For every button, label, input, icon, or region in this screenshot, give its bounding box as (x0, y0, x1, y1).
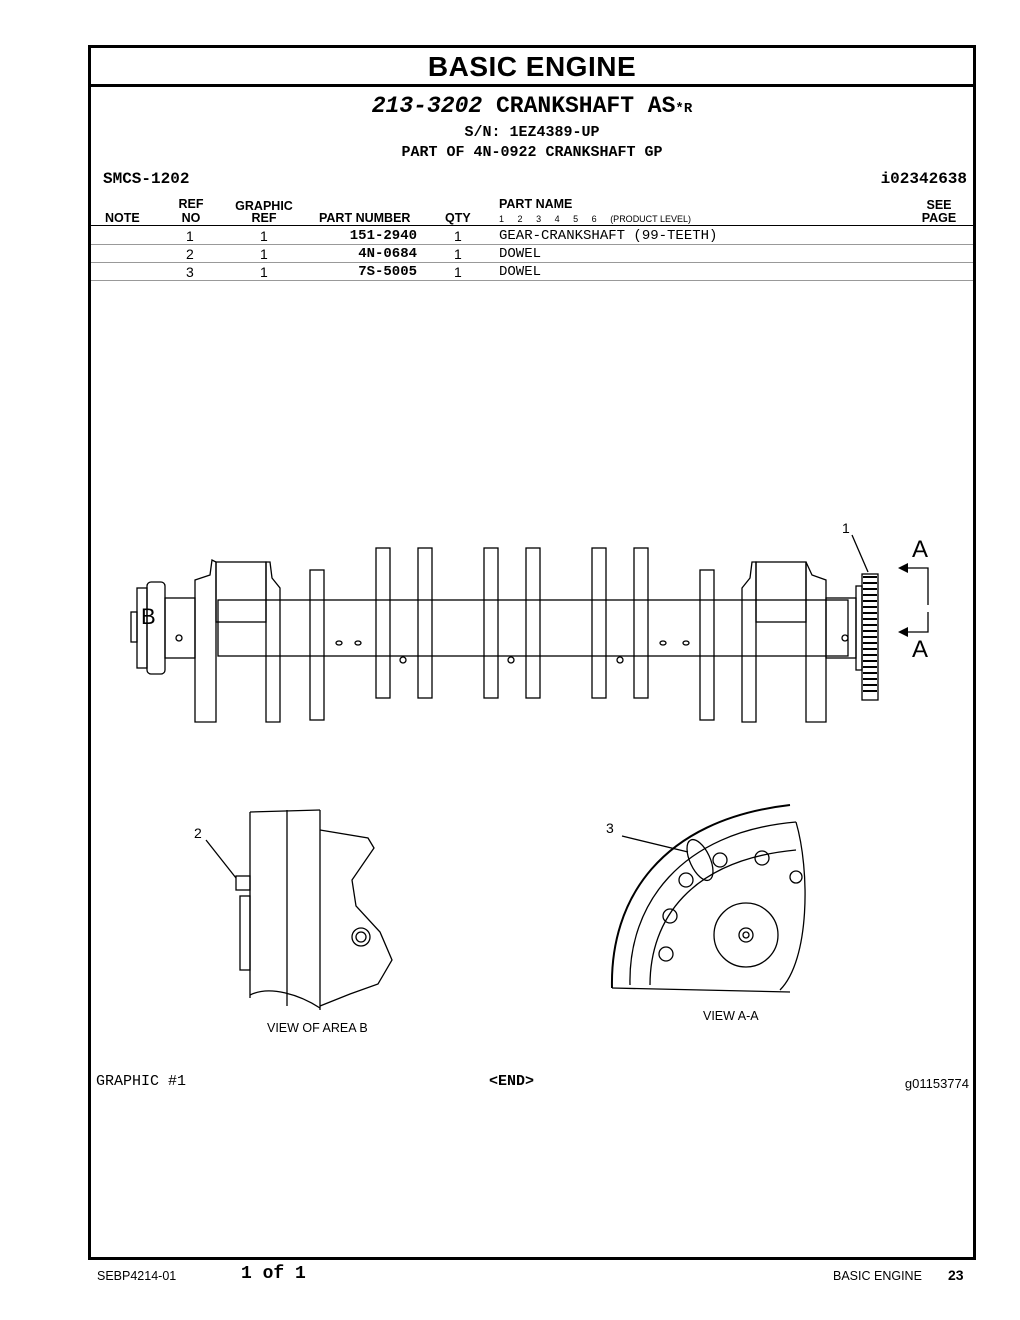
crankshaft-gear (861, 573, 879, 701)
header-note: NOTE (105, 211, 140, 225)
page-number: 23 (948, 1267, 964, 1283)
product-level-1: 1 (499, 214, 505, 224)
footer-section: BASIC ENGINE (833, 1269, 922, 1283)
row-ref: 3 (186, 264, 194, 280)
row-qty: 1 (454, 228, 462, 244)
row-graphic: 1 (260, 228, 268, 244)
area-b-label: B (141, 604, 156, 629)
header-divider (91, 225, 973, 226)
title-bar: BASIC ENGINE (91, 48, 973, 87)
view-area-b (205, 809, 393, 1010)
row-qty: 1 (454, 264, 462, 280)
callout-1: 1 (842, 520, 850, 536)
row-graphic: 1 (260, 264, 268, 280)
view-a-a (610, 804, 806, 993)
row-part-number: 7S-5005 (358, 264, 417, 280)
header-graphic-top: GRAPHIC (235, 199, 293, 213)
web-5 (483, 547, 499, 699)
assembly-marker: *R (675, 101, 693, 117)
web-7 (591, 547, 607, 699)
illustration-id: i02342638 (880, 170, 967, 188)
row-part-name: DOWEL (499, 264, 542, 280)
header-ref-top: REF (178, 197, 204, 211)
arrow-a-bottom (898, 627, 908, 637)
nose-key (130, 611, 138, 643)
row-ref: 1 (186, 228, 194, 244)
caption-view-area-b: VIEW OF AREA B (267, 1021, 368, 1035)
header-graphic-bottom: REF (251, 211, 277, 225)
graphic-id: g01153774 (904, 1076, 969, 1091)
web-6 (525, 547, 541, 699)
header-see-top: SEE (926, 198, 952, 212)
row-graphic: 1 (260, 246, 268, 262)
assembly-part-number: 213-3202 (371, 93, 483, 119)
gear-teeth (863, 576, 877, 692)
assembly-name: CRANKSHAFT AS (495, 93, 676, 119)
web-1 (194, 559, 217, 723)
front-journal (164, 597, 196, 659)
product-level-2: 2 (517, 214, 523, 224)
row-qty: 1 (454, 246, 462, 262)
serial-number: S/N: 1EZ4389-UP (464, 124, 600, 141)
part-of-group: PART OF 4N-0922 CRANKSHAFT GP (401, 144, 663, 161)
page-of: 1 of 1 (241, 1264, 306, 1284)
row-part-name: GEAR-CRANKSHAFT (99-TEETH) (499, 228, 718, 244)
section-title: BASIC ENGINE (427, 51, 637, 82)
row-part-number: 151-2940 (349, 228, 417, 244)
main-shaft (217, 599, 849, 657)
web-8 (633, 547, 649, 699)
row-divider (91, 244, 973, 245)
header-part-number: PART NUMBER (319, 211, 411, 225)
callout-3: 3 (606, 820, 614, 836)
callout-2: 2 (194, 825, 202, 841)
row-part-number: 4N-0684 (358, 246, 417, 262)
product-level-6: 6 (591, 214, 597, 224)
web-3 (375, 547, 391, 699)
product-level-4: 4 (554, 214, 560, 224)
web-4 (417, 547, 433, 699)
smcs-code: SMCS-1202 (103, 170, 190, 188)
caption-view-a-a: VIEW A-A (703, 1009, 759, 1023)
page-frame: BASIC ENGINE 213-3202 CRANKSHAFT AS*R S/… (88, 45, 976, 1260)
product-level-label: (PRODUCT LEVEL) (610, 214, 692, 224)
header-qty: QTY (445, 211, 471, 225)
web-2 (309, 569, 325, 721)
assembly-title: 213-3202 CRANKSHAFT AS*R (91, 93, 973, 119)
row-divider (91, 262, 973, 263)
crankshaft-drawing (130, 534, 929, 1010)
rear-flange (855, 585, 863, 671)
rear-journal (825, 597, 857, 659)
product-levels: 1 2 3 4 5 6 (PRODUCT LEVEL) (499, 214, 702, 224)
row-part-name: DOWEL (499, 246, 542, 262)
product-level-3: 3 (536, 214, 542, 224)
end-marker: <END> (489, 1073, 535, 1090)
header-ref-bottom: NO (181, 211, 201, 225)
web-9 (699, 569, 715, 721)
header-see-bottom: PAGE (921, 211, 957, 225)
row-ref: 2 (186, 246, 194, 262)
section-a-top-label: A (912, 536, 929, 563)
crank-pin-1 (215, 561, 267, 623)
section-a-bottom-label: A (912, 636, 929, 663)
graphic-label: GRAPHIC #1 (96, 1073, 187, 1090)
crank-pin-6 (755, 561, 807, 623)
web-12 (805, 561, 827, 723)
arrow-a-top (898, 563, 908, 573)
doc-number: SEBP4214-01 (97, 1269, 177, 1283)
row-divider (91, 280, 973, 281)
header-part-name: PART NAME (499, 197, 573, 211)
product-level-5: 5 (573, 214, 579, 224)
